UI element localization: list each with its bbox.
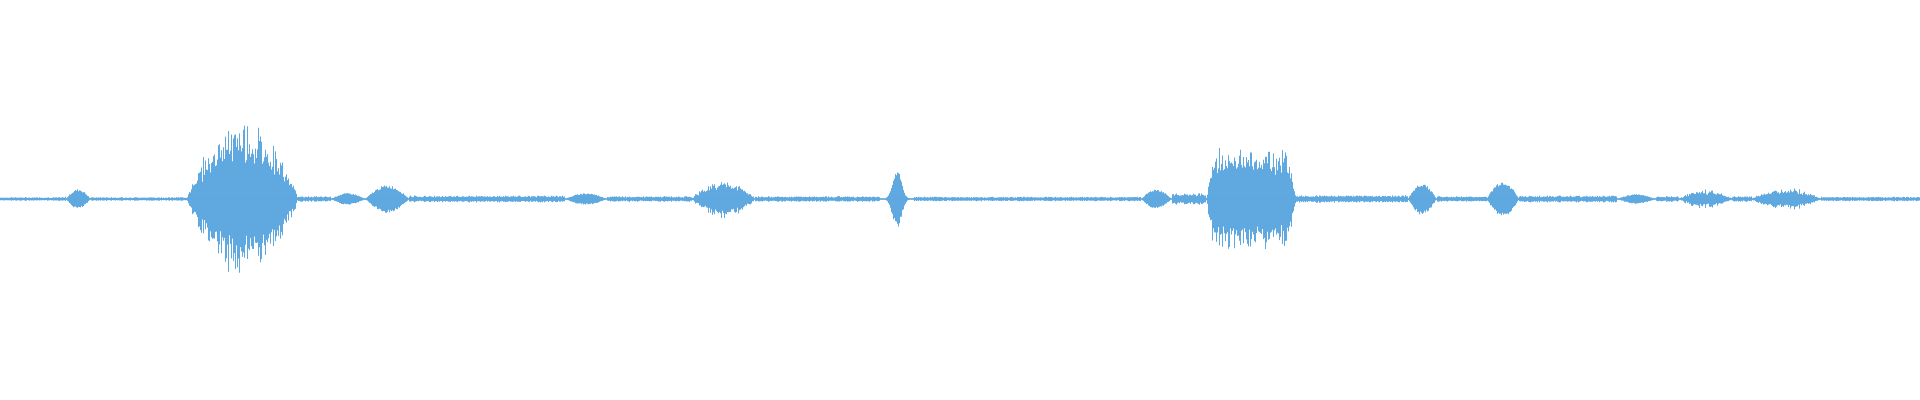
waveform-bars <box>0 125 1920 273</box>
